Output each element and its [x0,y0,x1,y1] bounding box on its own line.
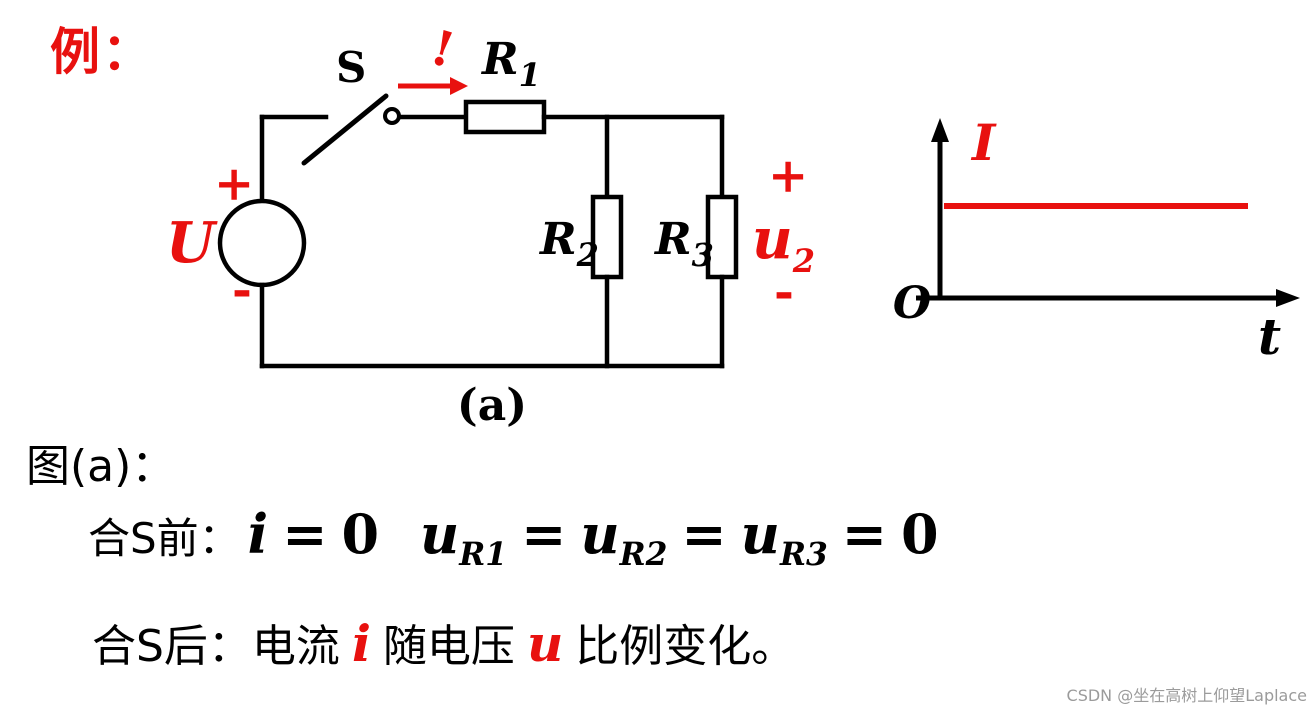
r1-sub: 1 [519,56,541,94]
u-r1-base: u [420,502,460,566]
switch-contact [383,107,401,125]
x-axis-label: t [1258,307,1281,366]
switch-action-mark: ! [425,20,461,80]
circuit-caption: (a) [457,380,527,430]
after-switch-text-2: 随电压 [382,621,515,672]
before-switch-line: 合S前： i = 0 uR1 = uR2 = uR3 = 0 [88,502,946,573]
slide-title: 例： [50,23,154,81]
math-u-r3: uR3 [741,502,828,573]
switch-blade [301,93,389,166]
figure-reference: 图(a)： [26,441,176,492]
math-eq-1: = [282,502,328,566]
u-r2-base: u [580,502,620,566]
u-r3-base: u [740,502,780,566]
math-zero-2: 0 [901,502,939,566]
u2-base: u [752,206,793,272]
switch-close-arrowhead [450,77,468,95]
math-eq-2: = [521,502,567,566]
r2-sub: 2 [576,236,599,274]
output-minus-sign: - [774,264,794,320]
u-r1-sub: R1 [459,536,508,573]
output-plus-sign: + [768,148,808,204]
voltage-variable: u [526,614,564,673]
source-minus-sign: - [232,262,252,318]
origin-label: O [893,278,931,329]
u2-sub: 2 [792,242,815,280]
current-variable: i [351,614,371,673]
after-switch-line: 合S后：电流 i 随电压 u 比例变化。 [92,610,795,674]
x-axis-arrowhead [1276,289,1300,307]
resistor-r2-body [590,194,624,280]
y-axis-label: I [970,113,997,172]
output-voltage-label: u2 [752,206,815,280]
source-plus-sign: + [214,156,254,212]
resistor-r3-label: R3 [653,214,714,274]
math-u-r2: uR2 [580,502,667,573]
before-switch-label: 合S前： [88,514,241,563]
math-u-r1: uR1 [420,502,507,573]
math-zero-1: 0 [341,502,380,566]
math-i: i [247,502,269,566]
watermark: CSDN @坐在高树上仰望Laplace [1066,686,1307,705]
resistor-r1-body [463,99,547,135]
r3-sub: 3 [692,236,714,274]
math-eq-3: = [681,502,727,566]
u-r2-sub: R2 [619,536,668,573]
source-label: U [166,210,218,276]
after-switch-text-1: 合S后：电流 [92,621,340,672]
after-switch-text-3: 比例变化。 [575,621,796,672]
resistor-r2-label: R2 [538,214,599,274]
r2-base: R [538,214,577,265]
r1-base: R [480,34,519,85]
resistor-r1-label: R1 [480,34,541,94]
switch-label: S [336,43,366,92]
r3-base: R [653,214,692,265]
u-r3-sub: R3 [779,536,828,573]
circuit-and-graph: ! S R1 R2 R3 + U - + u2 - (a) I O t [166,20,1300,430]
math-eq-4: = [841,502,887,566]
y-axis-arrowhead [931,118,949,142]
